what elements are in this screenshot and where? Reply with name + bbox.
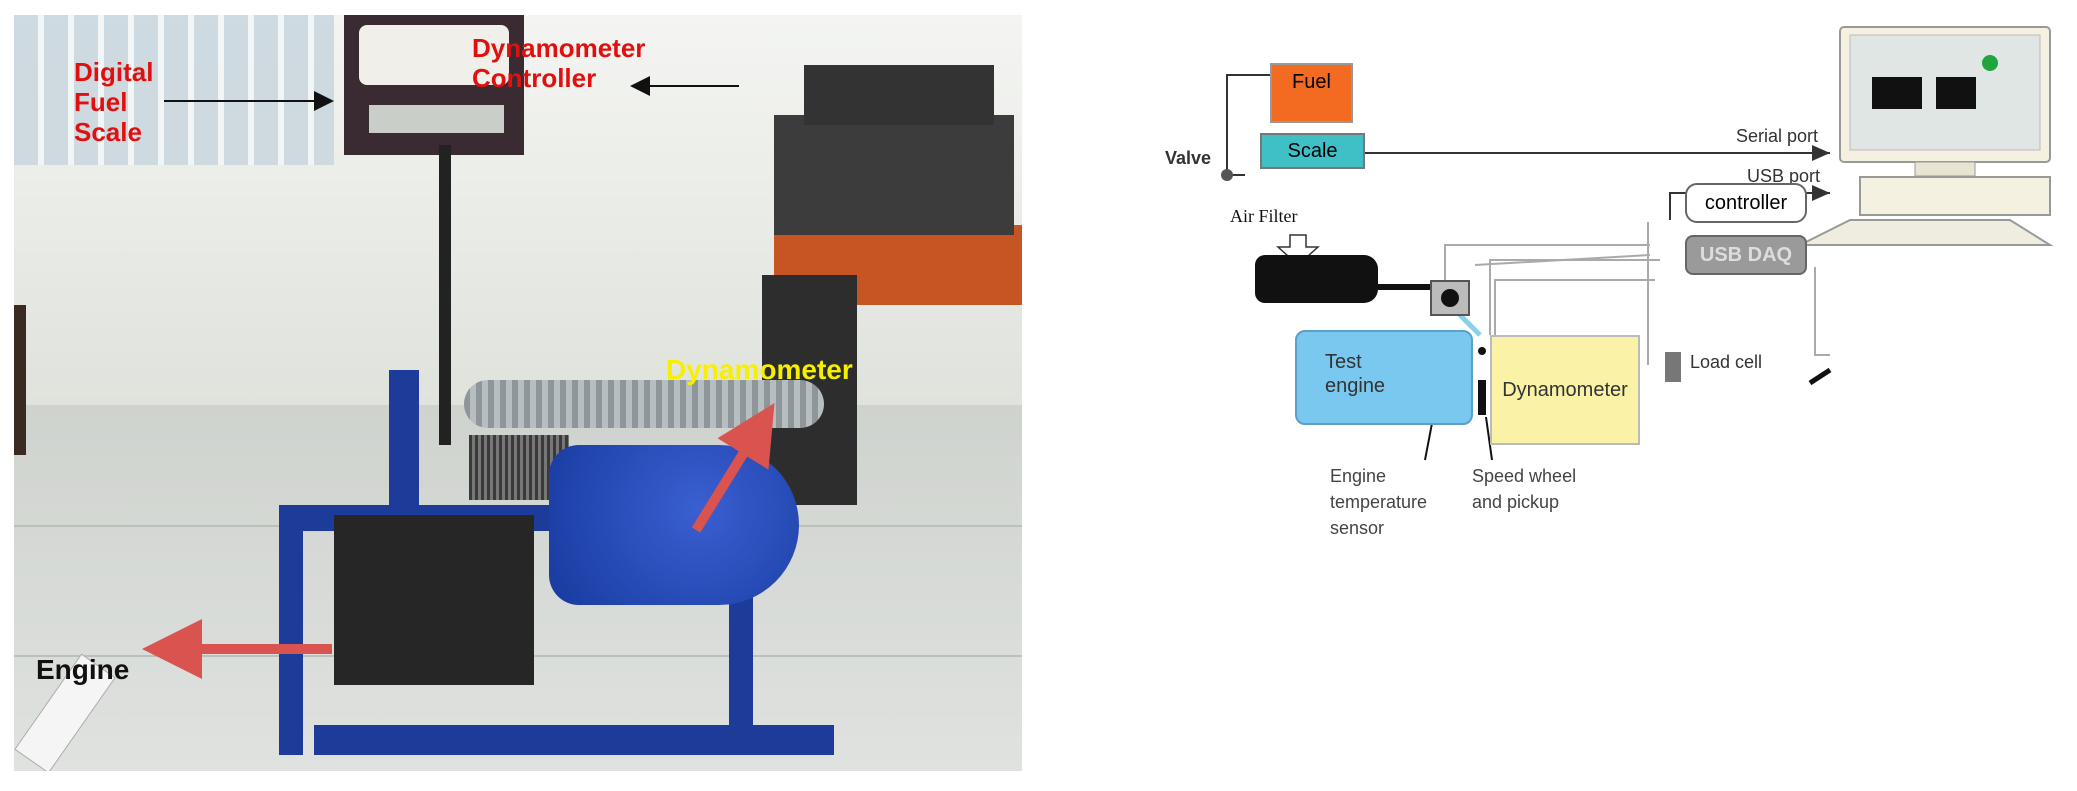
speed-pointer <box>1485 416 1493 461</box>
dynamometer-label: Dynamometer <box>666 354 853 385</box>
frame-left-post <box>279 505 303 755</box>
pickup-dot <box>1478 347 1486 355</box>
engine-temperature-sensor-label: Engine temperature sensor <box>1330 466 1428 538</box>
scale-display <box>369 105 504 133</box>
fuel-tank-box: Fuel <box>1270 63 1353 123</box>
monitor-stand <box>1914 161 1976 177</box>
controller-box: controller <box>1685 183 1807 223</box>
screen-panel-1 <box>1872 77 1922 109</box>
dynamometer-arrow <box>691 402 775 533</box>
shelf <box>774 115 1014 235</box>
valve-symbol <box>1221 169 1233 181</box>
screen-panel-2 <box>1936 77 1976 109</box>
dynamometer-controller-label: Dynamometer Controller <box>472 33 646 93</box>
serial-port-label: Serial port <box>1736 126 1819 146</box>
dynamometer-body <box>549 445 799 605</box>
keyboard <box>1799 219 2054 246</box>
usb-daq-box: USB DAQ <box>1685 235 1807 275</box>
computer-case <box>1859 176 2051 216</box>
dynamometer-box: Dynamometer <box>1490 335 1640 445</box>
test-rig-schematic: Fuel Scale Valve Air Filter Serial port … <box>1150 15 2070 560</box>
intake-manifold <box>1430 280 1470 316</box>
test-engine-box: Test engine <box>1295 330 1473 425</box>
fuel-line <box>1226 74 1270 176</box>
frame-base <box>314 725 834 755</box>
window <box>14 15 334 165</box>
air-filter-label: Air Filter <box>1230 206 1298 226</box>
engine-wire-3 <box>1489 259 1660 335</box>
test-rig-photo: Digital Fuel Scale Dynamometer Controlle… <box>14 15 1022 771</box>
schematic-connections <box>1221 26 2054 461</box>
air-filter-box <box>1255 255 1378 303</box>
speed-wheel <box>1478 380 1486 415</box>
frame-upright <box>389 370 419 520</box>
stand-pole <box>439 145 451 445</box>
load-cell-label: Load cell <box>1690 352 1763 372</box>
load-arm <box>1808 367 1832 386</box>
scale-box: Scale <box>1260 133 1365 169</box>
digital-fuel-scale-label: Digital Fuel Scale <box>74 57 154 147</box>
fuel-tank <box>359 25 509 85</box>
controller-unit <box>804 65 994 125</box>
photo-arrows <box>142 76 775 679</box>
screen-indicator <box>1982 55 1998 71</box>
usb-port-label: USB port <box>1747 166 1821 186</box>
engine-label: Engine <box>36 654 130 685</box>
valve-label: Valve <box>1165 148 1212 168</box>
chair-leg <box>14 305 86 455</box>
speed-wheel-pickup-label: Speed wheel and pickup <box>1472 466 1577 512</box>
engine-block <box>334 515 534 685</box>
loadcell-wire <box>1814 267 1830 356</box>
load-cell-block <box>1665 352 1681 382</box>
engine-wire-1 <box>1444 244 1650 297</box>
